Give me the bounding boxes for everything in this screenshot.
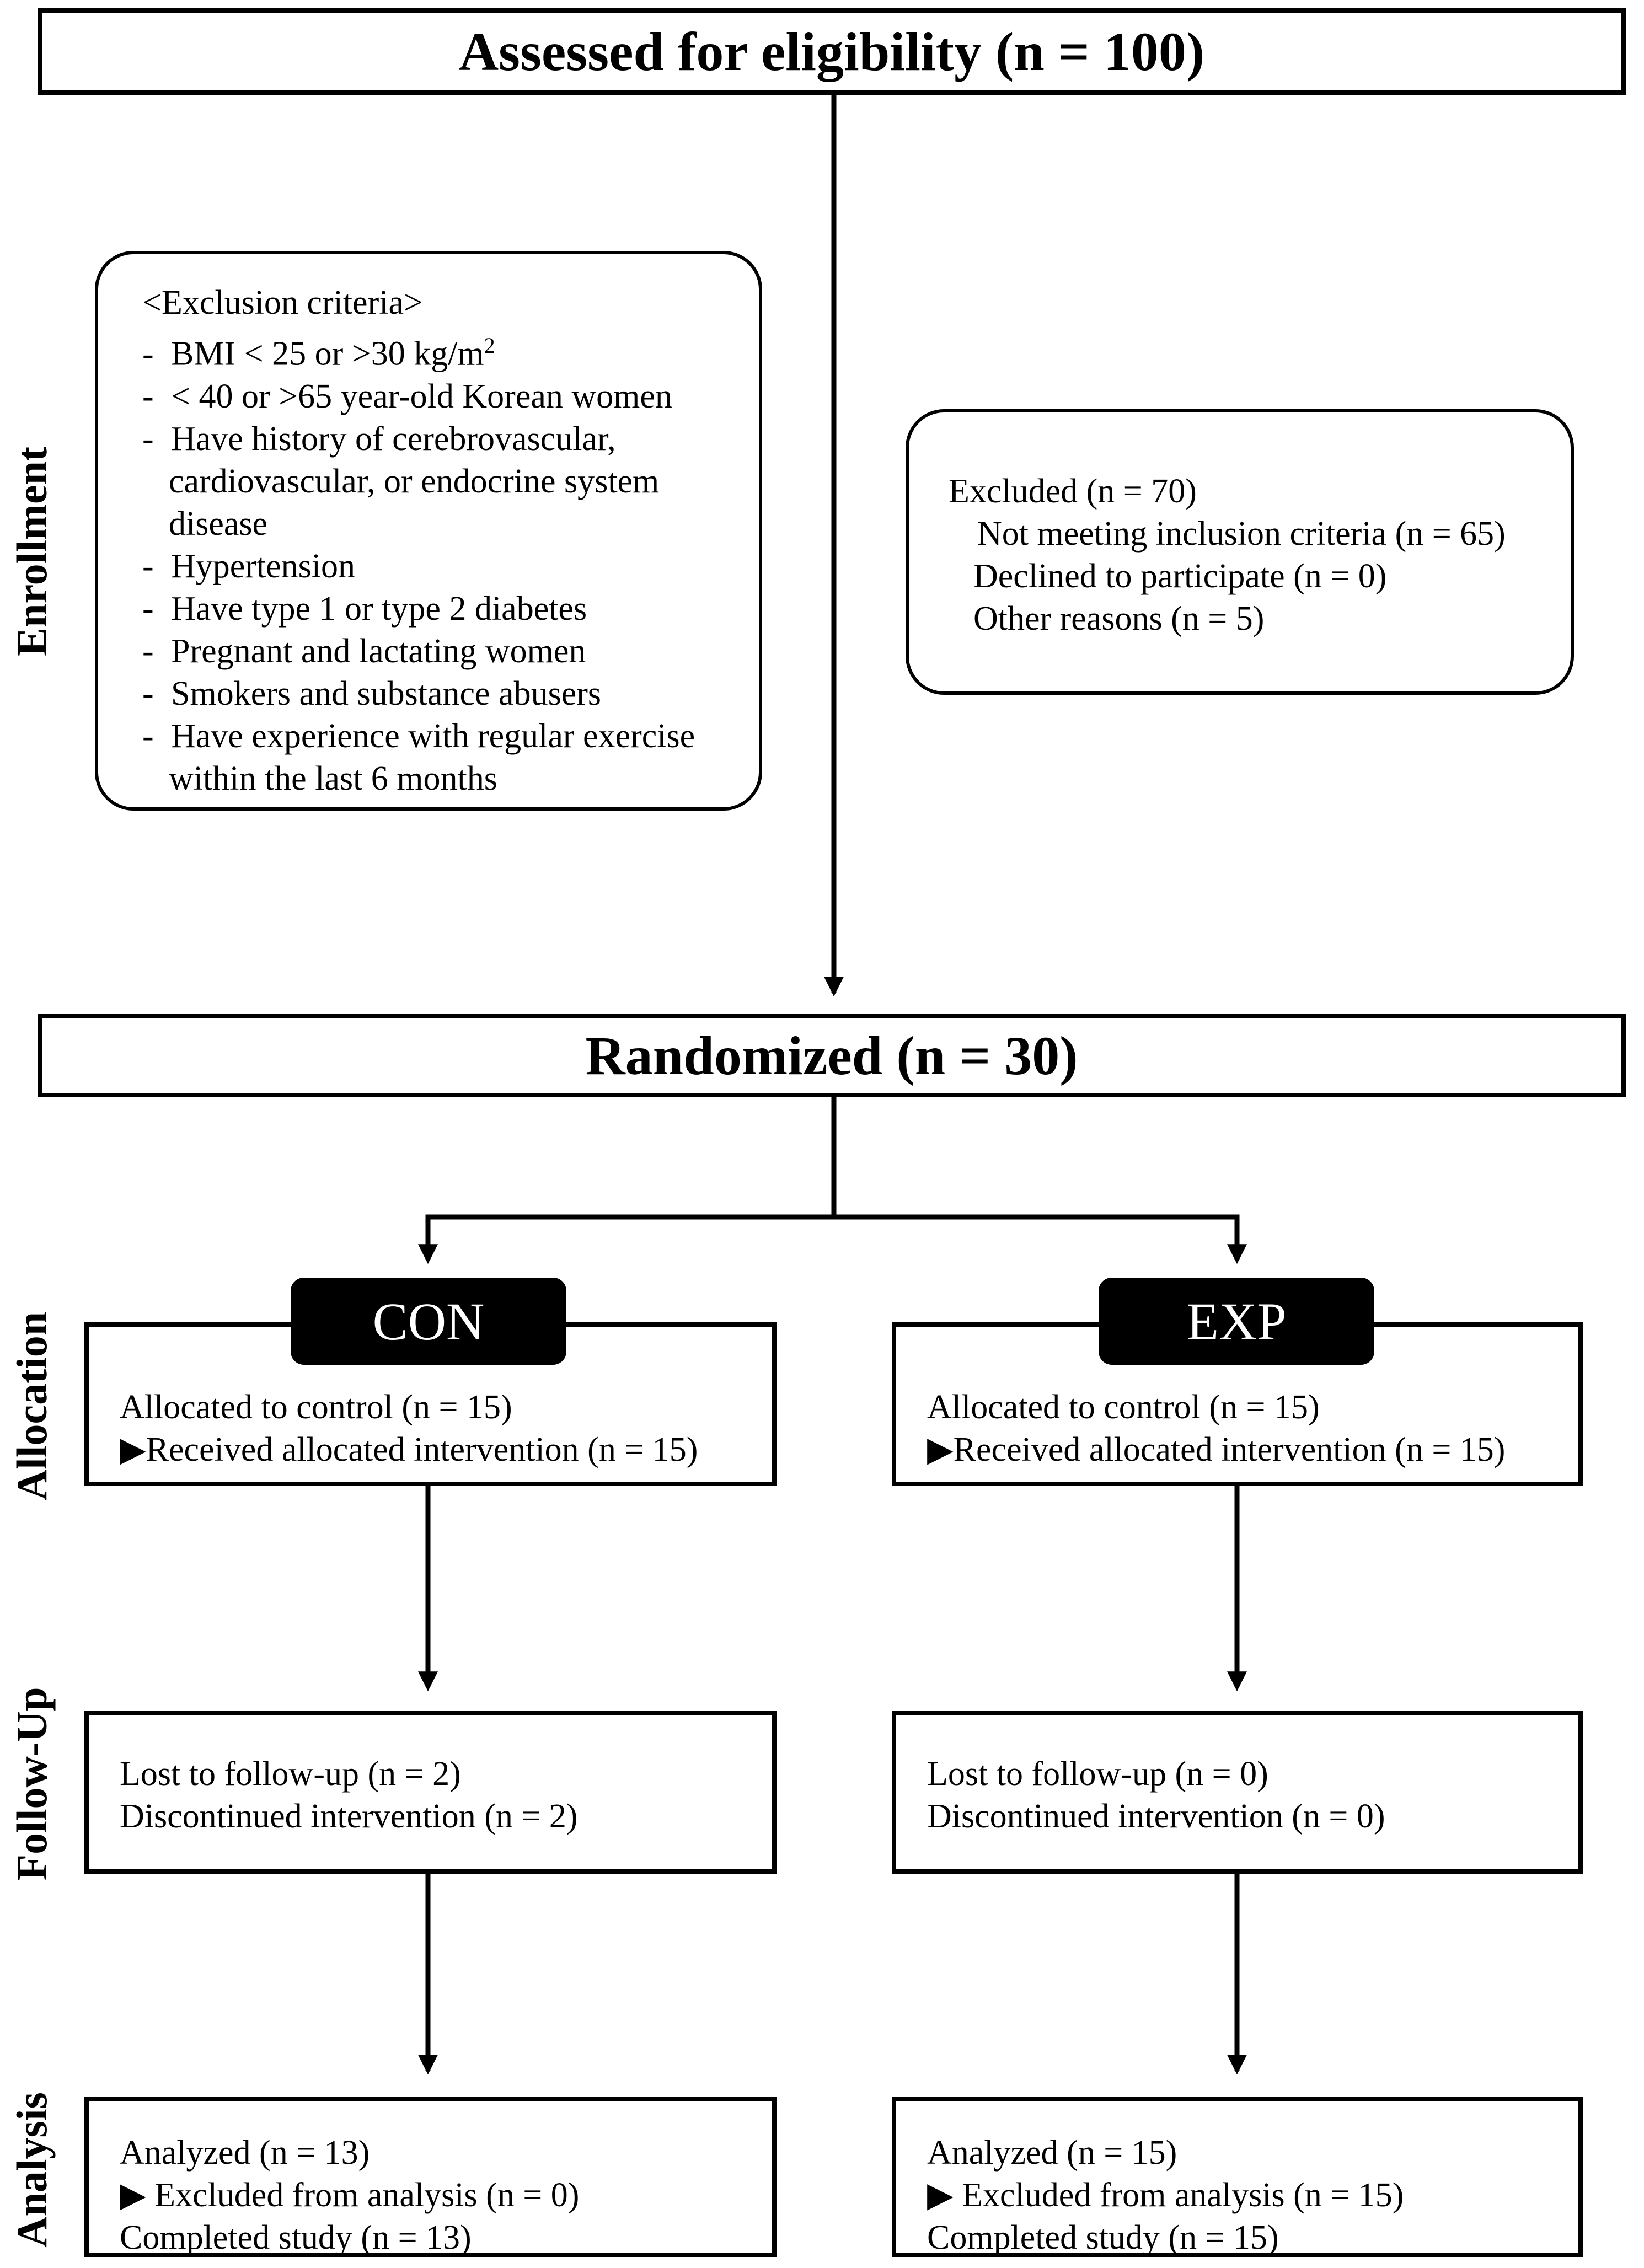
randomized-box: Randomized (n = 30) <box>38 1014 1626 1097</box>
exclusion-item: -Have experience with regular exercise <box>142 717 695 755</box>
side-label-enrollment: Enrollment <box>8 447 56 656</box>
arrow-split-to-con <box>418 1214 834 1264</box>
exclusion-item: -< 40 or >65 year-old Korean women <box>142 377 672 415</box>
con-analysis-line: Completed study (n = 13) <box>120 2219 472 2256</box>
excluded-reason: Not meeting inclusion criteria (n = 65) <box>977 515 1506 553</box>
side-label-analysis: Analysis <box>8 2092 56 2248</box>
eligibility-box: Assessed for eligibility (n = 100) <box>38 8 1626 95</box>
exclusion-item: -Have history of cerebrovascular, <box>142 420 616 458</box>
excluded-heading: Excluded (n = 70) <box>949 473 1197 510</box>
con-followup-box: Lost to follow-up (n = 2) Discontinued i… <box>84 1711 777 1874</box>
con-followup-line: Lost to follow-up (n = 2) <box>120 1755 461 1793</box>
exp-analysis-box: Analyzed (n = 15) ▶ Excluded from analys… <box>892 2097 1583 2257</box>
exp-analysis-line: Completed study (n = 15) <box>927 2219 1279 2256</box>
eligibility-title: Assessed for eligibility (n = 100) <box>458 21 1205 82</box>
exclusion-criteria-box: <Exclusion criteria> -BMI < 25 or >30 kg… <box>95 251 762 811</box>
excluded-reason: Declined to participate (n = 0) <box>973 557 1387 595</box>
con-allocation-line: ▶Received allocated intervention (n = 15… <box>120 1431 698 1468</box>
side-label-follow-up: Follow-Up <box>8 1687 56 1881</box>
con-allocation-line: Allocated to control (n = 15) <box>120 1388 512 1426</box>
con-analysis-box: Analyzed (n = 13) ▶ Excluded from analys… <box>84 2097 777 2257</box>
exclusion-item: -Hypertension <box>142 547 356 585</box>
randomized-title: Randomized (n = 30) <box>585 1025 1078 1086</box>
con-followup-line: Discontinued intervention (n = 2) <box>120 1798 578 1835</box>
exclusion-item: -Pregnant and lactating women <box>142 632 586 670</box>
con-group-tag: CON <box>291 1278 566 1365</box>
exp-followup-line: Discontinued intervention (n = 0) <box>927 1798 1385 1835</box>
exp-analysis-line: Analyzed (n = 15) <box>927 2134 1177 2172</box>
exp-group-tag: EXP <box>1099 1278 1374 1365</box>
exclusion-item: -BMI < 25 or >30 kg/m2 <box>142 333 495 373</box>
side-label-allocation: Allocation <box>8 1311 56 1501</box>
con-tag-label: CON <box>372 1291 485 1351</box>
exclusion-item-continued: cardiovascular, or endocrine system <box>169 462 660 500</box>
exp-followup-line: Lost to follow-up (n = 0) <box>927 1755 1268 1793</box>
excluded-reason: Other reasons (n = 5) <box>973 600 1265 637</box>
exp-allocation-line: ▶Received allocated intervention (n = 15… <box>927 1431 1506 1468</box>
exp-analysis-line: ▶ Excluded from analysis (n = 15) <box>927 2176 1404 2214</box>
exclusion-item-continued: within the last 6 months <box>169 759 497 797</box>
excluded-box: Excluded (n = 70) Not meeting inclusion … <box>906 409 1574 695</box>
exp-allocation-line: Allocated to control (n = 15) <box>927 1388 1320 1426</box>
exclusion-item-continued: disease <box>169 505 268 543</box>
con-analysis-line: Analyzed (n = 13) <box>120 2134 370 2172</box>
exclusion-heading: <Exclusion criteria> <box>142 284 423 321</box>
arrow-split-to-exp <box>834 1214 1247 1264</box>
exclusion-item: -Have type 1 or type 2 diabetes <box>142 589 587 628</box>
exp-followup-box: Lost to follow-up (n = 0) Discontinued i… <box>892 1711 1583 1874</box>
con-analysis-line: ▶ Excluded from analysis (n = 0) <box>120 2176 580 2214</box>
exclusion-item: -Smokers and substance abusers <box>142 674 601 712</box>
exp-tag-label: EXP <box>1186 1291 1287 1351</box>
